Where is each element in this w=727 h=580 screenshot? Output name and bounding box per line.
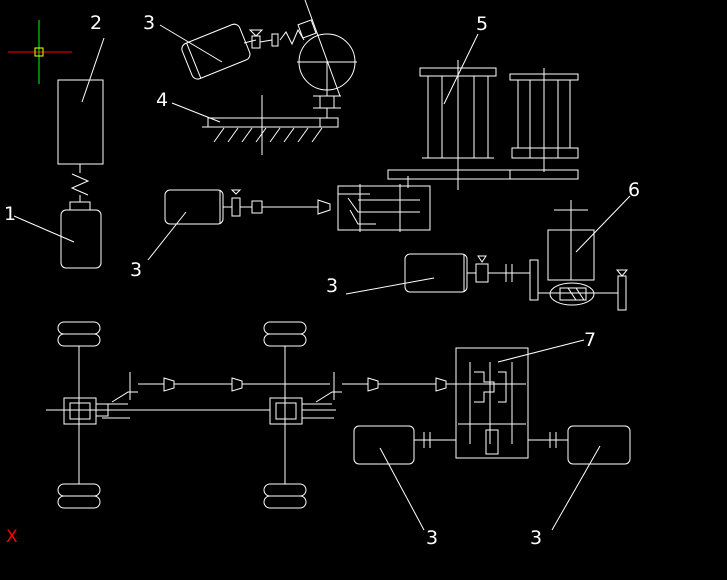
worm-drive-unit [404, 200, 629, 311]
label-3-right: 3 [326, 275, 338, 297]
wheel-left-bottom [57, 483, 101, 509]
bevel-gear-drive [164, 176, 431, 232]
wheel-mid-top [263, 321, 307, 347]
label-5: 5 [476, 13, 488, 35]
label-3-top: 3 [143, 12, 155, 34]
label-6: 6 [628, 179, 640, 201]
roller-stand-unit [387, 60, 579, 190]
vertical-motor-unit [57, 79, 104, 269]
label-3-middle: 3 [130, 259, 142, 281]
tilted-motor-unit [181, 0, 357, 155]
vehicle-axle-drive [46, 321, 458, 509]
ground-hatching [213, 127, 323, 143]
leader-lines [13, 24, 631, 531]
label-4: 4 [156, 89, 168, 111]
twin-motor-gearbox [353, 347, 631, 465]
crosshair-cursor [8, 20, 72, 84]
label-3-bottom-right: 3 [530, 527, 542, 549]
label-1: 1 [4, 203, 16, 225]
wheel-left-top [57, 321, 101, 347]
label-3-bottom-left: 3 [426, 527, 438, 549]
label-7: 7 [584, 329, 596, 351]
wheel-mid-bottom [263, 483, 307, 509]
ucs-marker-icon: X [6, 527, 18, 547]
label-2: 2 [90, 12, 102, 34]
